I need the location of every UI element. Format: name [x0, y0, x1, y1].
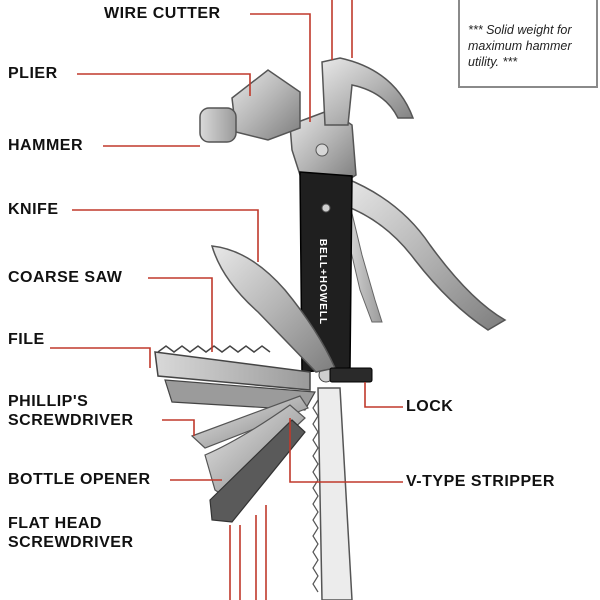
label-lock: LOCK: [406, 398, 454, 415]
coarse-saw-blade: [154, 351, 311, 391]
label-plier: PLIER: [8, 65, 58, 82]
label-wire-cutter: WIRE CUTTER: [104, 5, 221, 22]
label-coarse-saw: COARSE SAW: [8, 269, 123, 286]
label-flat-head-screwdriver: FLAT HEAD SCREWDRIVER: [8, 514, 134, 552]
hammer-head-left: [231, 69, 301, 141]
v-stripper-blade: [317, 387, 353, 600]
label-phillips-line1: PHILLIP'S: [8, 393, 89, 410]
leader-lines: [50, 0, 403, 600]
label-bottle-opener: BOTTLE OPENER: [8, 471, 151, 488]
leader-plier: [77, 73, 251, 96]
brand-text: BELL+HOWELL: [317, 239, 328, 325]
label-hammer: HAMMER: [8, 137, 83, 154]
label-flat-head-line2: SCREWDRIVER: [8, 534, 134, 551]
lock-tab: [329, 367, 373, 383]
leader-v-stripper: [289, 418, 403, 483]
hammer-weight-note: *** Solid weight for maximum hammer util…: [458, 0, 598, 88]
multitool-illustration: BELL+HOWELL: [154, 57, 507, 600]
phillips-tool: [190, 395, 309, 449]
label-phillips-line2: SCREWDRIVER: [8, 412, 134, 429]
coarse-saw-teeth: [157, 345, 271, 353]
leader-lock: [364, 382, 403, 408]
hammer-head-right: [321, 57, 415, 126]
handle-rivet-top: [315, 143, 329, 157]
label-phillips-screwdriver: PHILLIP'S SCREWDRIVER: [8, 392, 134, 430]
plier-handle: [342, 176, 507, 331]
hammer-face: [199, 107, 237, 143]
label-flat-head-line1: FLAT HEAD: [8, 515, 102, 532]
leader-knife: [72, 209, 259, 262]
file-blade: [164, 379, 316, 411]
leader-coarse-saw: [148, 277, 213, 352]
v-stripper-teeth: [312, 399, 319, 593]
knife-blade: [210, 245, 337, 373]
label-knife: KNIFE: [8, 201, 59, 218]
handle-rivet-mid: [321, 203, 331, 213]
flat-head-tool: [209, 419, 306, 523]
leader-phillips: [162, 419, 195, 436]
label-v-type-stripper: V-TYPE STRIPPER: [406, 473, 555, 490]
leader-file: [50, 347, 151, 368]
leader-wire-cutter: [250, 13, 311, 122]
label-file: FILE: [8, 331, 45, 348]
